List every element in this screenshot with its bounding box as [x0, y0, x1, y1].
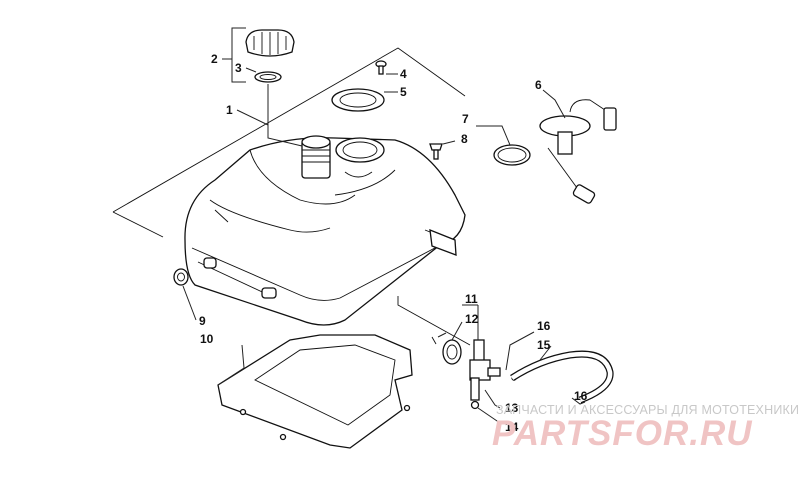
callout-6: 6	[535, 78, 542, 92]
screw-4	[375, 60, 387, 75]
cap-gasket	[254, 71, 282, 83]
callout-labels: 1 2 3 4 5 6 7 8 9 10 11 12 13 14 15 16 1…	[199, 52, 588, 434]
leader-lines	[182, 27, 586, 424]
callout-1: 1	[226, 103, 233, 117]
callout-13: 13	[505, 401, 519, 415]
callout-3: 3	[235, 61, 242, 75]
screw-8	[429, 143, 443, 160]
fuel-tank	[184, 135, 466, 326]
callout-11: 11	[465, 292, 478, 306]
heat-shield	[217, 334, 413, 449]
callout-14: 14	[505, 420, 519, 434]
callout-7: 7	[462, 112, 469, 126]
callout-16a: 16	[537, 319, 551, 333]
callout-4: 4	[400, 67, 407, 81]
callout-12: 12	[465, 312, 479, 326]
callout-9: 9	[199, 314, 206, 328]
retaining-ring	[331, 88, 385, 112]
fuel-pump	[539, 99, 617, 204]
callout-8: 8	[461, 132, 468, 146]
callout-2: 2	[211, 52, 218, 66]
assembly-bracket	[112, 47, 471, 346]
watermark-logo: PARTSFOR.RU	[492, 414, 753, 453]
grommet	[173, 268, 189, 286]
watermark-caption: ЗАПЧАСТИ И АКСЕССУАРЫ ДЛЯ МОТОТЕХНИКИ	[496, 403, 800, 417]
callout-16b: 16	[574, 389, 588, 403]
callout-5: 5	[400, 85, 407, 99]
callout-10: 10	[200, 332, 214, 346]
fuel-hose	[510, 350, 614, 404]
fuel-valve	[431, 336, 517, 410]
callout-15: 15	[537, 338, 551, 352]
fuel-cap	[245, 29, 295, 57]
